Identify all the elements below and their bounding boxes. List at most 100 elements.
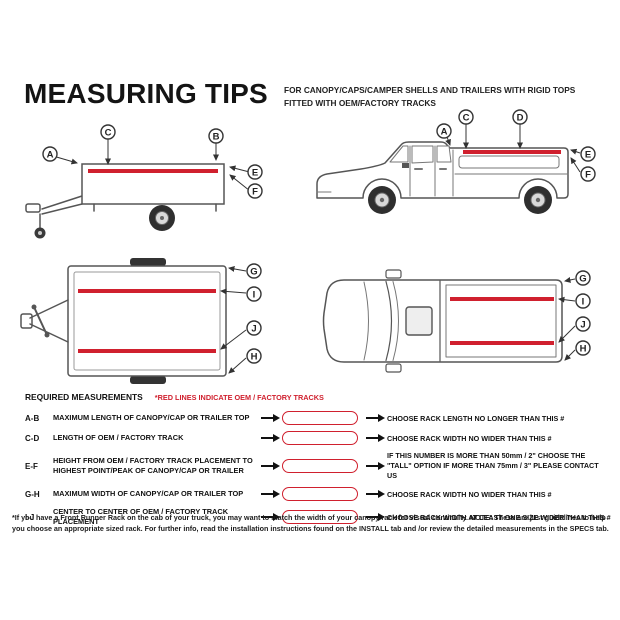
label-j: J [220,320,262,350]
label-g-text: G [250,266,257,277]
measurement-result: CHOOSE RACK WIDTH NO WIDER THAN THIS # [387,433,552,443]
measurement-result: CHOOSE RACK LENGTH NO LONGER THAN THIS # [387,413,565,423]
truck-top-view-diagram: G I J H [322,269,591,373]
measurement-row-gh: G-H MAXIMUM WIDTH OF CANOPY/CAP OR TRAIL… [25,487,605,502]
label-c: C [458,109,474,149]
required-measurements-section: REQUIRED MEASUREMENTS *RED LINES INDICAT… [25,392,611,533]
jack-handle [33,306,48,336]
measurement-description: MAXIMUM WIDTH OF CANOPY/CAP OR TRAILER T… [53,489,244,499]
canopy-window [458,155,560,169]
arrow-icon [261,414,280,422]
label-b-text: B [213,131,220,142]
truck-side-drawing [316,141,569,214]
label-j-text: J [251,323,256,334]
truck-top-drawing [322,269,563,373]
label-j: J [558,316,591,343]
label-e: E [229,164,263,180]
trailer-side-view-diagram: C B A E F [25,124,263,239]
label-a-text: A [441,126,448,137]
measurement-description: CENTER TO CENTER OF OEM / FACTORY TRACK … [53,507,229,527]
label-h-text: H [580,343,587,354]
sunroof [405,306,433,336]
measurement-blank-oval [282,510,358,525]
measurement-blank-oval [282,411,358,425]
measurement-description: MAXIMUM LENGTH OF CANOPY/CAP OR TRAILER … [53,413,250,422]
label-f: F [570,157,596,182]
mirror-bottom [385,363,402,373]
arrow-icon [261,513,280,522]
label-c: C [100,124,116,165]
truck-top-outline [322,279,563,363]
measurements-title: REQUIRED MEASUREMENTS [25,392,143,402]
subtitle-line-2: FITTED WITH OEM/FACTORY TRACKS [284,98,436,109]
measurement-row-ab: A-B MAXIMUM LENGTH OF CANOPY/CAP OR TRAI… [25,411,605,425]
label-f: F [229,174,263,199]
measurement-row-ef: E-F HEIGHT FROM OEM / FACTORY TRACK PLAC… [25,451,605,481]
label-g: G [564,270,591,286]
measurement-key: A-B [25,413,40,423]
label-d: D [512,109,528,149]
red-lines-legend: *RED LINES INDICATE OEM / FACTORY TRACKS [154,393,324,402]
label-i-text: I [582,296,585,307]
label-f-text: F [252,186,258,197]
mirror-top [385,269,402,279]
trailer-wheel-top [130,258,166,266]
trailer-top-view-diagram: G I J H [20,258,262,384]
measurement-rows: A-B MAXIMUM LENGTH OF CANOPY/CAP OR TRAI… [25,411,611,527]
label-h-text: H [251,351,258,362]
measurement-key: E-F [25,461,38,471]
label-a: A [42,146,78,165]
measurement-description: LENGTH OF OEM / FACTORY TRACK [53,433,184,442]
label-i-text: I [253,289,256,300]
arrow-icon [261,462,280,471]
label-i: I [220,286,262,302]
measurement-result: CHOOSE RACK WIDTH NO WIDER THAN THIS # [387,489,552,499]
label-a-text: A [47,149,54,160]
label-e-text: E [585,149,591,160]
arrow-icon [261,434,280,442]
measurement-row-ij: I-J CENTER TO CENTER OF OEM / FACTORY TR… [25,507,611,527]
hitch-coupler [20,313,33,329]
measurement-description: HEIGHT FROM OEM / FACTORY TRACK PLACEMEN… [53,456,253,476]
label-g: G [228,263,262,279]
measurement-result: IF THIS NUMBER IS MORE THAN 50mm / 2" CH… [387,451,599,481]
measurement-key: G-H [25,489,40,499]
label-a: A [436,123,452,146]
measurement-key: I-J [25,512,35,522]
measurement-blank-oval [282,459,358,474]
label-b: B [208,128,224,161]
trailer-box-outline [67,265,227,377]
measurement-result: CHOOSE RACK WIDTH AT LEAST ONE SIZE WIDE… [387,512,611,522]
label-d-text: D [517,112,524,123]
label-c-text: C [105,127,112,138]
arrow-icon [366,462,385,471]
side-mirror [402,163,409,168]
label-i: I [558,293,591,309]
page-title: MEASURING TIPS [24,78,268,109]
measurement-row-cd: C-D LENGTH OF OEM / FACTORY TRACK CHOOSE… [25,431,605,445]
arrow-icon [366,513,385,522]
arrow-icon [366,490,385,499]
page-subtitle: FOR CANOPY/CAPS/CAMPER SHELLS AND TRAILE… [284,84,594,111]
arrow-icon [366,414,385,422]
label-e-text: E [252,167,258,178]
label-j-text: J [580,319,585,330]
subtitle-line-1: FOR CANOPY/CAPS/CAMPER SHELLS AND TRAILE… [284,85,576,95]
measurement-blank-oval [282,431,358,445]
label-h: H [564,340,591,361]
canopy-top-outline [445,284,557,358]
label-c-text: C [463,112,470,123]
measurement-key: C-D [25,433,40,443]
trailer-side-drawing [25,163,225,239]
label-h: H [228,348,262,374]
measurements-header: REQUIRED MEASUREMENTS *RED LINES INDICAT… [25,392,605,402]
footnote-text: *If you have a Front Runner Rack on the … [12,513,609,533]
measurement-blank-oval [282,487,358,502]
label-g-text: G [579,273,586,284]
arrow-icon [366,434,385,442]
arrow-icon [261,490,280,499]
trailer-top-drawing [20,258,227,384]
label-e: E [570,146,596,162]
trailer-wheel-bottom [130,376,166,384]
